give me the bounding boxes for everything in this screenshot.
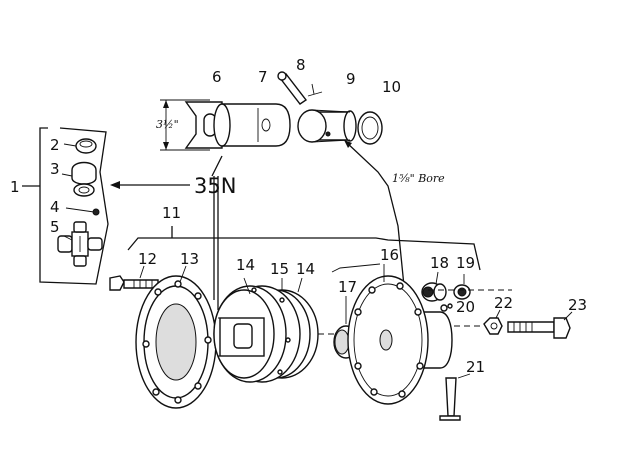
bore-dimension-label: 1⅝" Bore <box>392 172 445 185</box>
callout-3: 3 <box>50 160 60 178</box>
callout-17: 17 <box>338 278 357 296</box>
key-part-8 <box>307 91 323 97</box>
callout-8: 8 <box>296 56 306 74</box>
bolt-part-21 <box>439 377 461 421</box>
callout-2: 2 <box>50 136 60 154</box>
nut-part-22 <box>483 317 503 335</box>
cross-journal-part-5 <box>57 221 103 267</box>
shaft-length-label: 3½" <box>156 118 179 131</box>
bushing-part-18 <box>421 282 447 302</box>
bore-leader <box>345 141 405 287</box>
callout-11: 11 <box>162 204 181 222</box>
callout-4: 4 <box>50 198 60 216</box>
flange-part-13 <box>135 275 217 409</box>
cap-part-2 <box>75 138 97 154</box>
housing-part-16 <box>347 275 453 405</box>
callout-labels: 1 2 3 4 5 6 7 8 9 10 11 12 13 14 15 14 1… <box>10 56 587 376</box>
yoke-part-6 <box>184 101 291 149</box>
group-11-bracket <box>127 237 481 271</box>
callout-21: 21 <box>466 358 485 376</box>
callout-7: 7 <box>258 68 268 86</box>
callout-16: 16 <box>380 246 399 264</box>
callout-9: 9 <box>346 70 356 88</box>
bolt-part-12 <box>109 275 159 291</box>
callout-10: 10 <box>382 78 401 96</box>
callout-14b: 14 <box>296 260 315 278</box>
callout-1: 1 <box>10 178 20 196</box>
nut-part-19 <box>453 284 471 300</box>
ring-part-10 <box>357 111 383 145</box>
small-parts-group <box>22 127 109 285</box>
assembly-label-35n: 35N <box>194 174 236 198</box>
bearing-cup-part-3 <box>71 161 97 197</box>
callout-14a: 14 <box>236 256 255 274</box>
callout-22: 22 <box>494 294 513 312</box>
callout-23: 23 <box>568 296 587 314</box>
pin-part-7 <box>277 71 308 105</box>
grease-fitting-part-4 <box>92 208 100 216</box>
callout-18: 18 <box>430 254 449 272</box>
callout-19: 19 <box>456 254 475 272</box>
length-dimension: 3½" <box>156 99 210 151</box>
callout-5: 5 <box>50 218 60 236</box>
callout-20: 20 <box>456 298 475 316</box>
callout-13: 13 <box>180 250 199 268</box>
sleeve-part-9 <box>297 109 357 143</box>
callout-12: 12 <box>138 250 157 268</box>
pulley-part-14-15 <box>213 285 319 383</box>
bolt-part-23 <box>507 317 571 339</box>
callout-6: 6 <box>212 68 222 86</box>
washer-part-20 <box>440 303 453 312</box>
callout-15: 15 <box>270 260 289 278</box>
